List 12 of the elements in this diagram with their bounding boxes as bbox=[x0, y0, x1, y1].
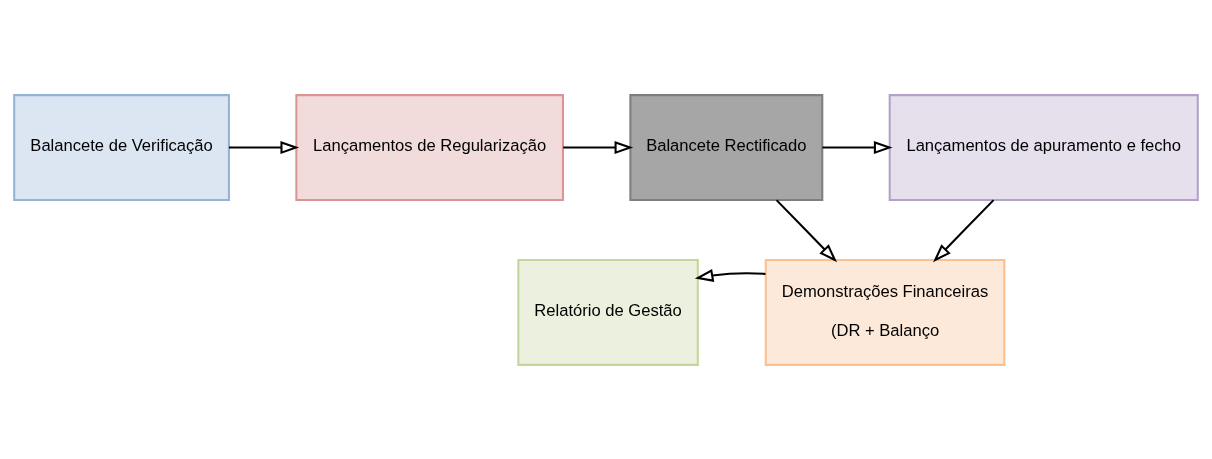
node-box: Lançamentos de Regularização bbox=[295, 93, 564, 201]
node-box: Demonstrações Financeiras (DR + Balanço bbox=[764, 258, 1006, 366]
node-box: Balancete de Verificação bbox=[13, 93, 230, 201]
arrow bbox=[933, 198, 995, 262]
arrow bbox=[822, 140, 893, 154]
arrow bbox=[563, 140, 634, 154]
arrow bbox=[775, 198, 838, 262]
arrow bbox=[229, 140, 300, 154]
node-box: Relatório de Gestão bbox=[517, 258, 699, 366]
arrow bbox=[694, 268, 766, 282]
node-box: Lançamentos de apuramento e fecho bbox=[888, 93, 1199, 201]
node-box: Balancete Rectificado bbox=[629, 93, 824, 201]
